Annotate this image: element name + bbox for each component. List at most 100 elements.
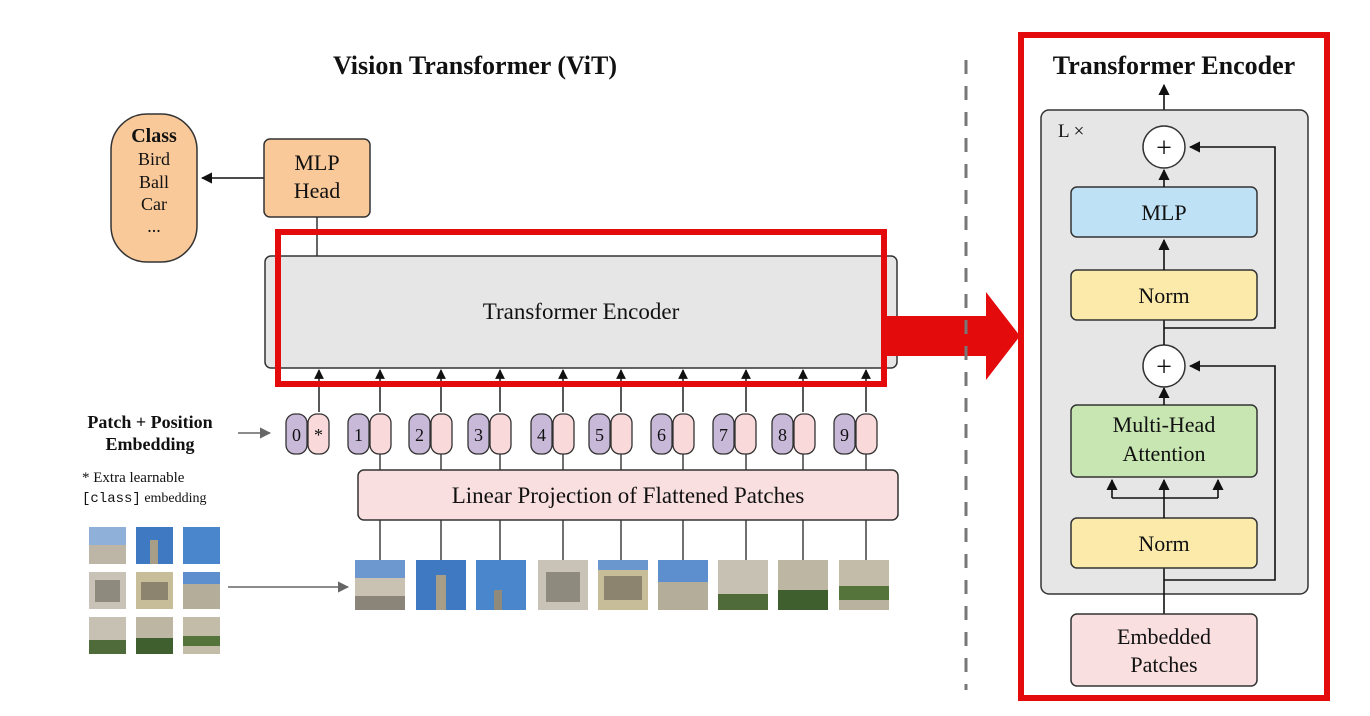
projection-to-token-lines: [379, 454, 867, 470]
patch-image-3: [476, 560, 526, 610]
patch-image-5: [598, 560, 648, 610]
patch-image-2: [416, 560, 466, 610]
residual-add-2: [1142, 125, 1186, 169]
grid-patch-2-detail: [150, 540, 158, 564]
token-7: 7: [712, 413, 757, 455]
class-box-shape: [110, 113, 198, 263]
position-embedding-1: [347, 413, 370, 455]
source-image-grid: [89, 527, 220, 654]
token-index-3: 3: [474, 425, 483, 445]
token-8: 8: [771, 413, 816, 455]
token-index-4: 4: [537, 425, 546, 445]
transformer-encoder-label: Transformer Encoder: [483, 299, 680, 324]
patch-image-1-shade: [355, 596, 405, 610]
grid-patch-5-detail: [141, 582, 168, 600]
patch-image-9-trees: [839, 586, 889, 600]
token-index-1: 1: [354, 425, 363, 445]
residual-connection-2: [1164, 141, 1276, 329]
patch-position-label-line2: Embedding: [105, 434, 194, 454]
token-index-6: 6: [657, 425, 666, 445]
token-to-encoder-arrows: [314, 369, 871, 412]
position-embedding-5: [588, 413, 611, 455]
patch-image-9-ground: [839, 600, 889, 610]
patch-embedding-4: [552, 413, 575, 455]
token-index-0: 0: [292, 425, 301, 445]
position-embedding-2: [408, 413, 431, 455]
highlight-arrow: [884, 292, 1020, 380]
patch-image-2-spire: [436, 575, 446, 610]
position-embedding-9: [833, 413, 856, 455]
embedded-patches-line2: Patches: [1130, 652, 1197, 677]
position-embedding-8: [771, 413, 794, 455]
patch-embedding-1: [369, 413, 392, 455]
class-heading: Class: [131, 125, 177, 147]
patch-image-8-trees: [778, 590, 828, 610]
patch-image-8: [778, 560, 828, 610]
patch-to-projection-lines: [379, 520, 867, 560]
encoder-detail-title: Transformer Encoder: [1053, 51, 1295, 80]
class-item-car: Car: [141, 194, 167, 214]
token-index-2: 2: [415, 425, 424, 445]
position-embedding-4: [530, 413, 553, 455]
position-embedding-3: [467, 413, 490, 455]
embedded-patches-box: [1070, 613, 1258, 687]
token-6: 6: [650, 413, 695, 455]
footnote-rest: embedding: [141, 491, 207, 506]
token-3: 3: [467, 413, 512, 455]
token-index-5: 5: [595, 425, 604, 445]
token-5: 5: [588, 413, 633, 455]
patch-thumbnail-row: [355, 560, 889, 610]
linear-projection-box: [357, 469, 899, 521]
patch-embedding-0: [307, 413, 330, 455]
patch-embedding-7: [734, 413, 757, 455]
mlp-head-line2: Head: [294, 178, 340, 203]
class-token-star: *: [314, 425, 323, 445]
footnote-line2: [class] embedding: [82, 491, 207, 507]
add-2-symbol: +: [1156, 133, 1172, 164]
patch-embedding-2: [430, 413, 453, 455]
grid-patch-7-detail: [89, 640, 126, 654]
patch-embedding-3: [489, 413, 512, 455]
position-embedding-6: [650, 413, 673, 455]
embedded-patches-line1: Embedded: [1117, 624, 1211, 649]
encoder-detail-highlight-frame: [1018, 32, 1330, 701]
class-item-ball: Ball: [139, 172, 169, 192]
token-index-7: 7: [719, 425, 728, 445]
patch-image-7: [718, 560, 768, 610]
repeat-label: L ×: [1058, 121, 1084, 142]
patch-image-5-sky: [598, 560, 648, 570]
patch-embedding-8: [793, 413, 816, 455]
grid-patch-9: [183, 617, 220, 654]
patch-image-5-windows: [604, 576, 642, 600]
class-output-box: Class Bird Ball Car ...: [110, 113, 198, 263]
attention-label-line2: Attention: [1122, 441, 1205, 466]
transformer-encoder-box: [264, 255, 898, 369]
grid-patch-4-detail: [95, 580, 120, 602]
norm-bottom-label: Norm: [1138, 531, 1189, 556]
patch-image-3-spire: [494, 590, 502, 610]
token-9: 9: [833, 413, 878, 455]
token-4: 4: [530, 413, 575, 455]
grid-patch-6-detail: [183, 572, 220, 584]
patch-embedding-5: [610, 413, 633, 455]
token-pairs: 0 * 1 2 3 4 5: [285, 413, 878, 455]
footnote-line1: * Extra learnable: [82, 470, 185, 486]
patch-position-label-line1: Patch + Position: [87, 412, 212, 432]
residual-connection-1: [1164, 360, 1276, 581]
footnote-code: [class]: [82, 491, 141, 507]
attention-label-line1: Multi-Head: [1113, 412, 1216, 437]
patch-image-1: [355, 560, 405, 610]
vit-title: Vision Transformer (ViT): [333, 51, 617, 80]
mlp-head-box: MLP Head: [263, 138, 371, 218]
mlp-label: MLP: [1141, 200, 1186, 225]
position-embedding-0: [285, 413, 308, 455]
token-1: 1: [347, 413, 392, 455]
token-2: 2: [408, 413, 453, 455]
add-1-symbol: +: [1156, 352, 1172, 383]
class-item-ellipsis: ...: [147, 216, 161, 236]
token-index-8: 8: [778, 425, 787, 445]
patch-image-4: [538, 560, 588, 610]
grid-patch-1-detail: [89, 545, 126, 564]
class-item-bird: Bird: [138, 149, 170, 169]
